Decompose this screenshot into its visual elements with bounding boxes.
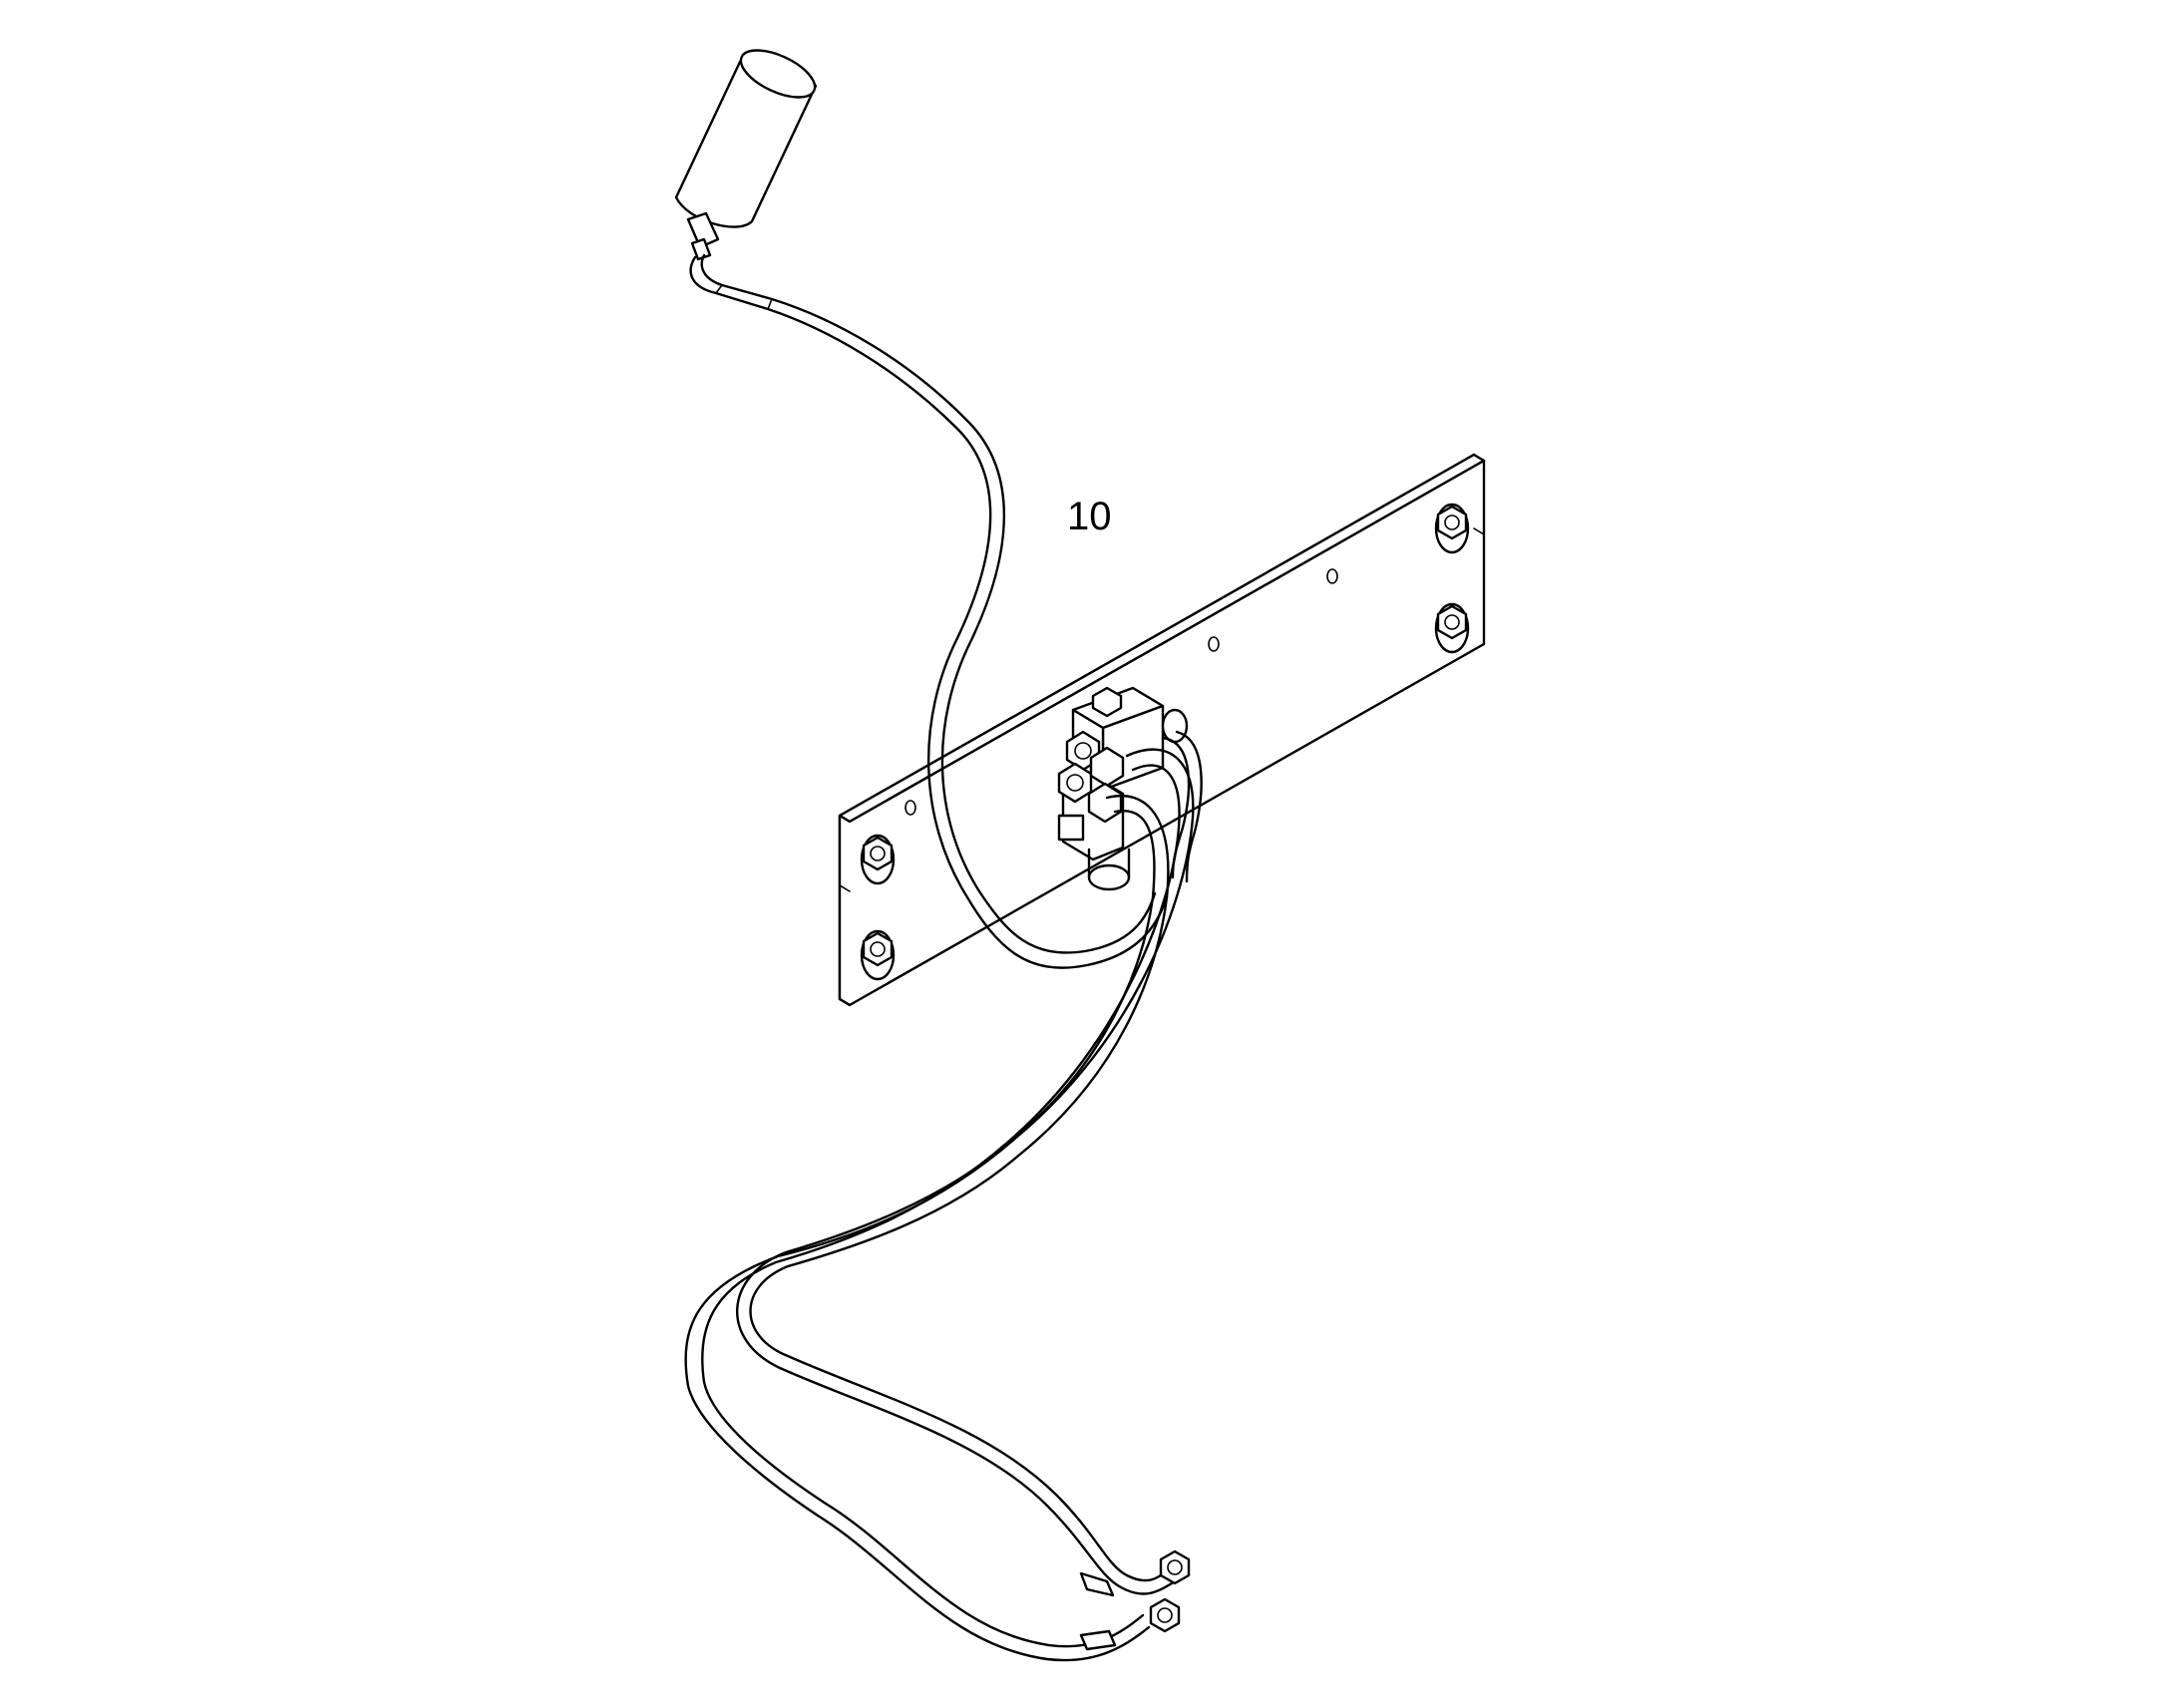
hex-fitting bbox=[1089, 746, 1125, 788]
hex-fitting bbox=[1087, 782, 1123, 824]
end-fitting bbox=[1079, 1549, 1191, 1597]
plate-bolt bbox=[1434, 503, 1470, 554]
callout-label: 10 bbox=[1067, 495, 1112, 538]
plate-bolt bbox=[1434, 602, 1470, 654]
hose bbox=[684, 748, 1195, 1662]
plate-bolt bbox=[860, 929, 896, 981]
hex-fitting bbox=[1057, 762, 1093, 804]
plate-bolt bbox=[860, 834, 896, 885]
hose bbox=[1161, 730, 1203, 883]
accumulator-canister bbox=[674, 49, 818, 261]
end-fitting bbox=[1079, 1597, 1181, 1651]
hose bbox=[689, 253, 1169, 969]
hose bbox=[736, 795, 1177, 1595]
